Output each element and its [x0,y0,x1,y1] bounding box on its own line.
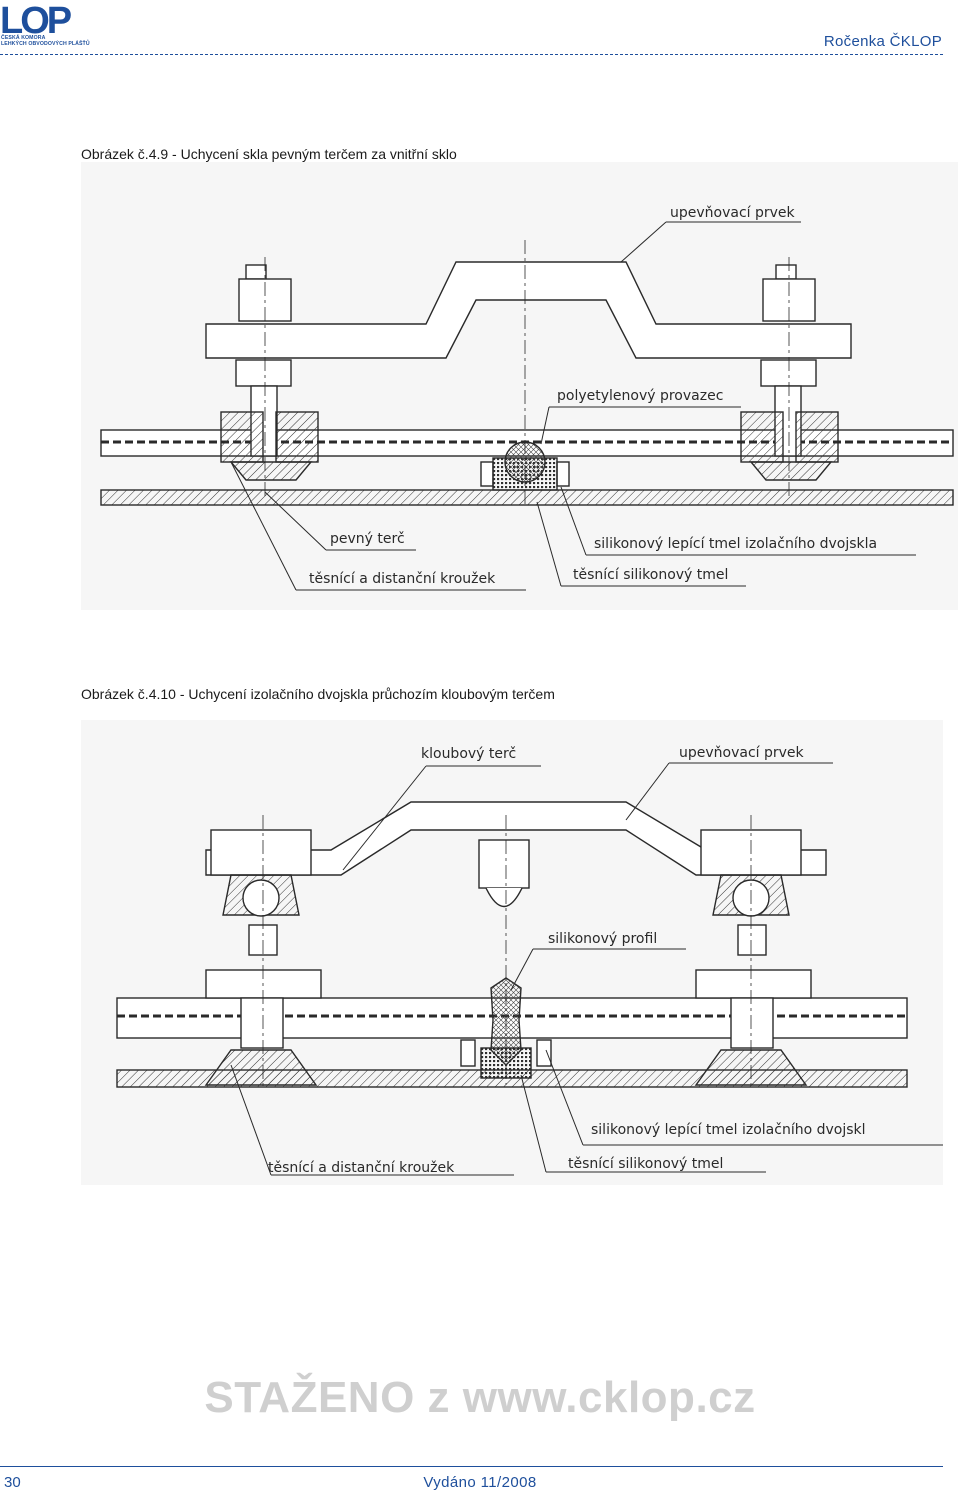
label-fixing-2: upevňovací prvek [679,745,805,761]
figure-1-drawing: upevňovací prvek polyetylenový provazec … [81,162,958,610]
cklop-logo: LOP [0,0,75,42]
header-title: Ročenka ČKLOP [823,33,942,50]
header-divider [0,54,943,55]
label-ring-2: těsnící a distanční kroužek [268,1160,455,1176]
label-profile: silikonový profil [548,931,657,947]
download-watermark: STAŽENO z www.cklop.cz [204,1373,756,1422]
page-header: LOP ČESKÁ KOMORA LEHKÝCH OBVODOVÝCH PLÁŠ… [0,0,960,60]
label-sealant-2: těsnící silikonový tmel [568,1156,723,1172]
figure-2-caption: Obrázek č.4.10 - Uchycení izolačního dvo… [81,686,555,702]
figure-2-drawing: kloubový terč upevňovací prvek silikonov… [81,720,943,1185]
page-number: 30 [4,1474,21,1491]
label-disc: pevný terč [330,531,405,547]
label-sealant: těsnící silikonový tmel [573,567,728,583]
label-joint-disc: kloubový terč [421,746,516,762]
figure-1-caption: Obrázek č.4.9 - Uchycení skla pevným ter… [81,146,457,162]
label-ring: těsnící a distanční kroužek [309,571,496,587]
label-silicone-glue-2: silikonový lepící tmel izolačního dvojsk… [591,1122,866,1138]
edition-label: Vydáno 11/2008 [423,1474,537,1491]
label-rope: polyetylenový provazec [557,388,723,404]
label-fixing: upevňovací prvek [670,205,796,221]
logo-subtitle-2: LEHKÝCH OBVODOVÝCH PLÁŠŤŮ [1,41,90,47]
logo-text: LOP [0,0,72,42]
label-silicone-glue: silikonový lepící tmel izolačního dvojsk… [594,536,877,552]
footer-divider [0,1466,943,1467]
logo-subtitle-1: ČESKÁ KOMORA [1,35,46,41]
